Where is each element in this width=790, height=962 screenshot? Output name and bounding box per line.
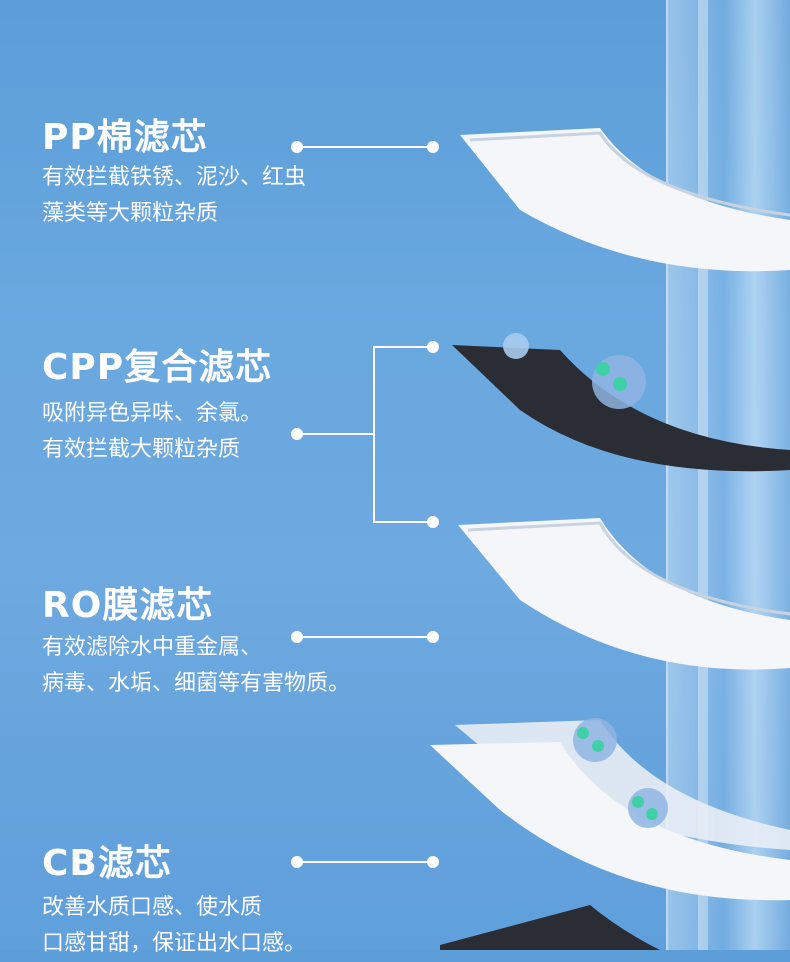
pp-description: 有效拦截铁锈、泥沙、红虫 藻类等大颗粒杂质 <box>42 160 306 232</box>
ro-line-2: 病毒、水垢、细菌等有害物质。 <box>42 671 351 696</box>
pp-cotton-sheet <box>460 128 790 272</box>
pp-line-2: 藻类等大颗粒杂质 <box>42 201 219 226</box>
connector-cpp <box>297 346 433 523</box>
cpp-line-2: 有效拦截大颗粒杂质 <box>42 437 241 462</box>
cb-description: 改善水质口感、使水质 口感甘甜，保证出水口感。 <box>42 890 306 962</box>
connector-cpp-dots <box>291 341 439 528</box>
cpp-description: 吸附异色异味、余氯。 有效拦截大颗粒杂质 <box>42 396 262 468</box>
ro-description: 有效滤除水中重金属、 病毒、水垢、细菌等有害物质。 <box>42 630 350 702</box>
cb-line-1: 改善水质口感、使水质 <box>42 895 263 920</box>
connector-ro <box>291 631 439 643</box>
cb-line-2: 口感甘甜，保证出水口感。 <box>42 931 307 956</box>
cb-carbon-sheet <box>440 905 660 950</box>
ro-membrane-sheet <box>458 518 790 670</box>
cpp-line-1: 吸附异色异味、余氯。 <box>42 401 263 426</box>
water-droplet <box>503 333 529 359</box>
connector-pp <box>291 141 439 153</box>
water-droplet <box>573 718 617 762</box>
ro-title: RO膜滤芯 <box>42 585 214 626</box>
ro-line-1: 有效滤除水中重金属、 <box>42 635 263 660</box>
connector-cb <box>291 856 439 868</box>
pp-line-1: 有效拦截铁锈、泥沙、红虫 <box>42 165 307 190</box>
cpp-title: CPP复合滤芯 <box>42 347 273 388</box>
cb-title: CB滤芯 <box>42 843 172 884</box>
pp-title: PP棉滤芯 <box>42 117 208 158</box>
cb-white-sheet <box>430 742 790 901</box>
water-column <box>666 0 790 950</box>
water-droplet <box>628 788 668 828</box>
